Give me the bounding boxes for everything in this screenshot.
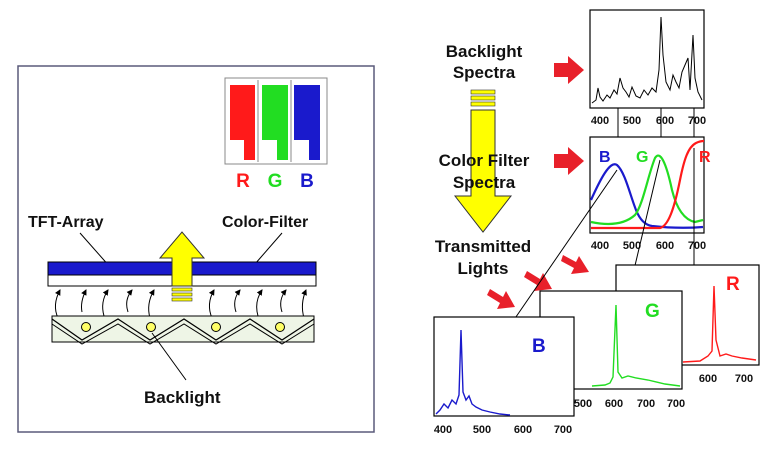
red-filter-curve — [591, 139, 705, 230]
wavelength-connector-lines — [617, 108, 695, 137]
svg-text:700: 700 — [637, 398, 655, 410]
red-arrow-filter — [554, 147, 584, 175]
filter-curve-label-r: R — [699, 149, 711, 166]
color-filter-spectra-label-line1: Color Filter — [439, 151, 530, 170]
green-panel-x-ticks: 500 600 700 700 — [574, 398, 655, 410]
red-arrow-transmit-1 — [561, 255, 589, 274]
red-panel-x-ticks: 600 700 — [699, 373, 753, 385]
svg-text:600: 600 — [605, 398, 623, 410]
lamp — [81, 322, 91, 332]
color-filter-leader-line — [254, 232, 283, 265]
lamp — [211, 322, 221, 332]
green-filter-swatch — [262, 85, 288, 160]
tft-array-label: TFT-Array — [28, 214, 104, 231]
svg-text:600: 600 — [656, 240, 674, 252]
svg-text:500: 500 — [473, 424, 491, 436]
filter-letter-b: B — [300, 171, 314, 192]
svg-text:700: 700 — [688, 240, 706, 252]
red-filter-swatch — [230, 85, 255, 160]
svg-text:600: 600 — [656, 115, 674, 127]
lamp — [275, 322, 285, 332]
svg-text:600: 600 — [699, 373, 717, 385]
svg-text:500: 500 — [574, 398, 592, 410]
svg-text:600: 600 — [514, 424, 532, 436]
blue-filter-swatch — [294, 85, 320, 160]
red-arrow-backlight — [554, 56, 584, 84]
svg-text:700: 700 — [688, 115, 706, 127]
color-filter-label: Color-Filter — [222, 214, 308, 231]
filter-curve-label-g: G — [636, 149, 648, 166]
svg-text:400: 400 — [434, 424, 452, 436]
backlight-leader-line — [151, 332, 187, 381]
transmitted-label-r: R — [726, 274, 740, 295]
transmitted-label-b: B — [532, 336, 546, 357]
backlight-label: Backlight — [144, 388, 221, 407]
green-panel-tick-700: 700 — [667, 398, 685, 410]
backlight-unit — [51, 315, 315, 345]
connector-to-blue — [496, 169, 618, 345]
backlight-spectra-label-line1: Backlight — [446, 42, 523, 61]
light-down-arrow — [453, 89, 513, 233]
transmitted-label-g: G — [645, 301, 660, 322]
blue-panel-x-ticks: 400 500 600 700 — [434, 424, 572, 436]
blue-transmitted-line — [435, 329, 511, 416]
transmitted-blue-plot — [433, 316, 575, 417]
color-filter-spectra-label-line2: Spectra — [453, 173, 516, 192]
svg-text:500: 500 — [623, 240, 641, 252]
filter-x-ticks: 400 500 600 700 — [591, 240, 706, 252]
red-arrow-transmit-3 — [487, 289, 515, 309]
lamp — [146, 322, 156, 332]
red-transmitted-line — [682, 285, 757, 363]
filter-letter-g: G — [268, 171, 283, 192]
svg-text:400: 400 — [591, 240, 609, 252]
rgb-filter-swatches — [224, 77, 328, 165]
green-filter-curve — [590, 154, 704, 226]
blue-filter-curve — [589, 163, 704, 229]
svg-text:500: 500 — [623, 115, 641, 127]
red-arrow-transmit-2 — [524, 271, 552, 291]
svg-text:700: 700 — [735, 373, 753, 385]
backlight-spectra-plot — [589, 9, 705, 109]
transmitted-lights-label-line2: Lights — [458, 259, 509, 278]
backlight-x-ticks: 400 500 600 700 — [591, 115, 706, 127]
filter-letter-r: R — [236, 171, 250, 192]
green-transmitted-line — [591, 304, 681, 387]
svg-text:700: 700 — [554, 424, 572, 436]
filter-curve-label-b: B — [599, 149, 611, 166]
light-up-arrow — [158, 231, 206, 302]
backlight-spectrum-line — [591, 16, 703, 104]
svg-text:400: 400 — [591, 115, 609, 127]
backlight-spectra-label-line2: Spectra — [453, 63, 516, 82]
transmitted-lights-label-line1: Transmitted — [435, 237, 531, 256]
